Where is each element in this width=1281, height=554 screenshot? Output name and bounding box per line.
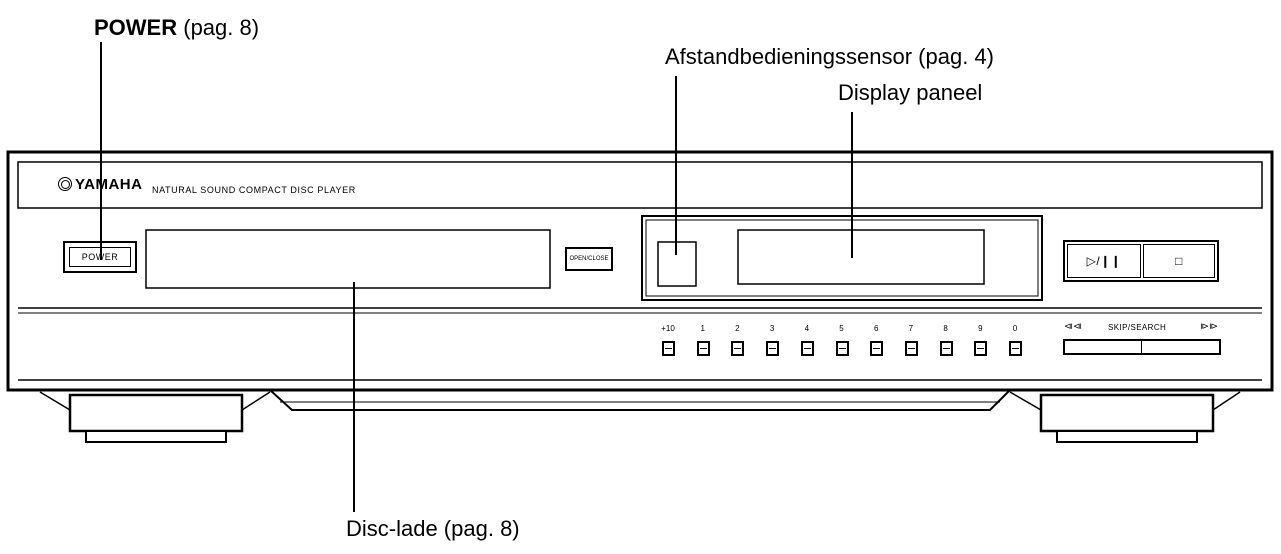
skip-search-label: SKIP/SEARCH [1108, 323, 1167, 332]
number-key-button[interactable] [800, 341, 814, 356]
stop-icon: □ [1175, 254, 1183, 268]
brand-logo: YAMAHA [58, 177, 142, 192]
number-key-label: 2 [735, 324, 740, 333]
number-key-label: 3 [769, 324, 775, 333]
number-key-button[interactable] [974, 341, 988, 356]
number-key-button[interactable] [1009, 341, 1022, 356]
play-pause-icon: ▷/❙❙ [1086, 254, 1122, 268]
number-key-button[interactable] [766, 341, 780, 356]
play-pause-button[interactable]: ▷/❙❙ [1067, 244, 1141, 278]
skip-search-bar [1063, 339, 1221, 355]
number-key-label: 8 [943, 324, 948, 333]
number-key-button[interactable] [696, 341, 710, 356]
stop-button[interactable]: □ [1143, 244, 1215, 278]
base-plinth [269, 389, 1011, 411]
number-key-button[interactable] [904, 341, 918, 356]
number-key-button[interactable] [939, 341, 953, 356]
display-callout-label: Display paneel [838, 80, 983, 105]
number-key-button[interactable] [870, 341, 884, 356]
number-key-label: 6 [873, 324, 879, 333]
number-key-label: +10 [661, 324, 675, 333]
left-foot [68, 393, 244, 433]
power-button-label: POWER [81, 252, 119, 262]
right-foot [1039, 393, 1215, 433]
chassis-outline [6, 150, 1274, 392]
power-callout-bold: POWER [94, 15, 178, 40]
number-key-button[interactable] [835, 341, 849, 356]
number-key-label: 4 [804, 324, 810, 333]
display-window [641, 215, 1043, 301]
left-foot-base [85, 430, 227, 443]
power-callout-label: POWER (pag. 8) [94, 17, 259, 39]
power-callout-suffix: (pag. 8) [177, 15, 260, 40]
display-panel [737, 229, 985, 285]
open-close-label: OPEN/CLOSE [569, 256, 609, 262]
number-key-label: 9 [978, 324, 983, 333]
product-subtitle: NATURAL SOUND COMPACT DISC PLAYER [152, 185, 356, 195]
top-strip [17, 161, 1263, 209]
number-key-label: 1 [700, 324, 705, 333]
power-button[interactable]: POWER [63, 241, 137, 273]
number-key-label: 5 [839, 324, 844, 333]
skip-forward-icon: ⧐⧐ [1200, 321, 1218, 331]
disc-tray [145, 229, 551, 289]
remote-sensor-callout-label: Afstandbedieningssensor (pag. 4) [665, 44, 994, 69]
number-key-label: 0 [1012, 324, 1018, 333]
transport-button-group: ▷/❙❙ □ [1063, 240, 1219, 282]
yamaha-emblem-icon [58, 177, 72, 191]
skip-forward-button[interactable] [1142, 341, 1219, 353]
remote-sensor [657, 241, 697, 287]
skip-back-icon: ⧏⧏ [1064, 321, 1082, 331]
number-key-button[interactable] [662, 341, 675, 356]
number-key-button[interactable] [731, 341, 745, 356]
open-close-button[interactable]: OPEN/CLOSE [565, 247, 613, 271]
number-key-label: 7 [908, 324, 914, 333]
disc-tray-callout-label: Disc-lade (pag. 8) [346, 516, 520, 541]
skip-back-button[interactable] [1065, 341, 1142, 353]
right-foot-base [1056, 430, 1198, 443]
brand-name: YAMAHA [75, 176, 143, 193]
